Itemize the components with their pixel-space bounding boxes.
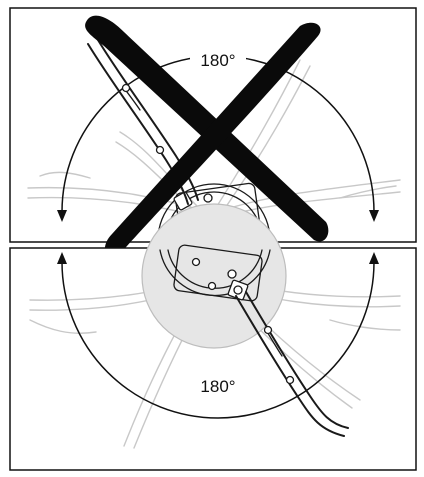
bottom-arc-arrow-right (369, 252, 379, 264)
bottom-hub-disc (141, 203, 287, 349)
x-cross-icon (85, 15, 329, 258)
bottom-handle (235, 291, 349, 437)
bottom-angle-label: 180° (200, 377, 235, 396)
bottom-rotation-arc (61, 261, 375, 419)
top-label-backdrop (190, 48, 246, 72)
bottom-label-backdrop (190, 374, 246, 398)
top-angle-label: 180° (200, 51, 235, 70)
top-handle (87, 39, 199, 205)
top-arc-arrow-right (369, 210, 379, 222)
top-panel: 180° (9, 7, 417, 258)
bottom-panel: 180° (9, 203, 417, 471)
bottom-hub (159, 244, 271, 302)
bottom-arc-arrow-left (57, 252, 67, 264)
top-arc-arrow-left (57, 210, 67, 222)
